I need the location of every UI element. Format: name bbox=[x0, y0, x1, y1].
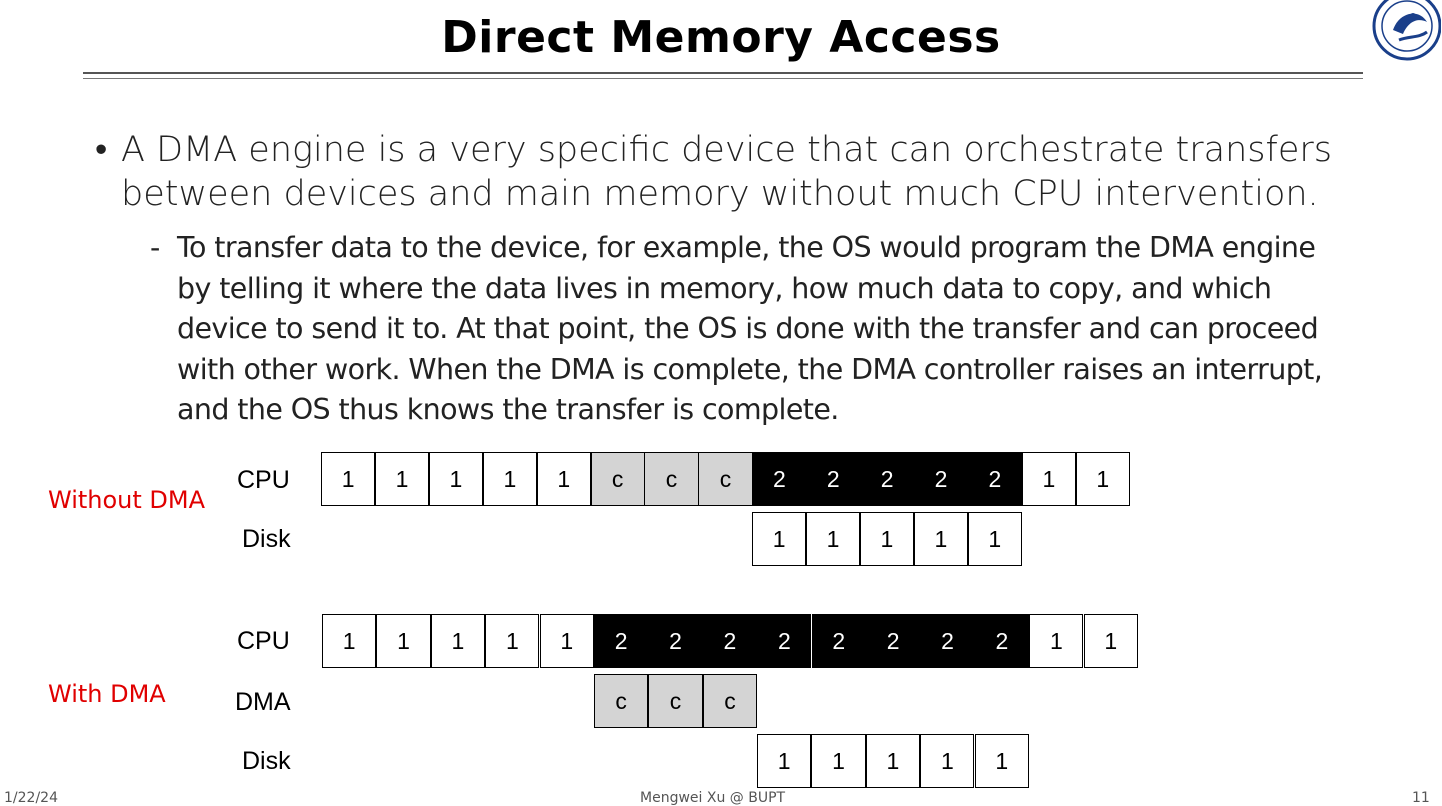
slide-title: Direct Memory Access bbox=[441, 12, 1001, 63]
sub-bullet-text: To transfer data to the device, for exam… bbox=[177, 231, 1323, 426]
with-dma-cpu-cell: 1 bbox=[376, 614, 431, 668]
footer-author: Mengwei Xu @ BUPT bbox=[640, 790, 786, 806]
without-dma-disk-cell: 1 bbox=[805, 512, 861, 566]
with-dma-cpu-cell: 1 bbox=[430, 614, 486, 668]
dma-row-label-with: DMA bbox=[235, 688, 291, 716]
without-dma-cpu-cell: 1 bbox=[482, 452, 537, 506]
disk-row-label-with: Disk bbox=[242, 747, 291, 775]
without-dma-label: Without DMA bbox=[48, 486, 206, 514]
with-dma-dma-cell: c bbox=[594, 674, 649, 728]
with-dma-cpu-cell: 2 bbox=[594, 614, 649, 668]
sub-bullet-marker: - bbox=[150, 231, 160, 264]
title-rule-bottom bbox=[83, 78, 1363, 79]
without-dma-cpu-cell: 1 bbox=[428, 452, 484, 506]
with-dma-dma-cell: c bbox=[702, 674, 758, 728]
without-dma-disk-cell: 1 bbox=[967, 512, 1022, 566]
bullet-marker: • bbox=[95, 130, 108, 170]
with-dma-cpu-cell: 2 bbox=[974, 614, 1030, 668]
with-dma-cpu-cell: 2 bbox=[648, 614, 703, 668]
disk-row-label-without: Disk bbox=[242, 525, 291, 553]
with-dma-disk-cell: 1 bbox=[974, 734, 1029, 788]
without-dma-disk-cell: 1 bbox=[859, 512, 915, 566]
without-dma-cpu-cell: 2 bbox=[752, 452, 807, 506]
with-dma-cpu-cell: 2 bbox=[811, 614, 866, 668]
without-dma-cpu-cell: 1 bbox=[1075, 452, 1130, 506]
with-dma-disk-cell: 1 bbox=[865, 734, 921, 788]
without-dma-cpu-cell: c bbox=[698, 452, 753, 506]
without-dma-cpu-cell: 2 bbox=[913, 452, 969, 506]
without-dma-cpu-cell: c bbox=[644, 452, 699, 506]
without-dma-disk-cell: 1 bbox=[752, 512, 807, 566]
with-dma-cpu-cell: 1 bbox=[539, 614, 594, 668]
without-dma-cpu-cell: 1 bbox=[1021, 452, 1076, 506]
without-dma-cpu-cell: 1 bbox=[374, 452, 430, 506]
without-dma-cpu-cell: 1 bbox=[536, 452, 591, 506]
without-dma-disk-cell: 1 bbox=[913, 512, 968, 566]
main-bullet-text: A DMA engine is a very specific device t… bbox=[121, 130, 1332, 214]
with-dma-cpu-cell: 1 bbox=[1029, 614, 1084, 668]
cpu-row-label-without: CPU bbox=[237, 466, 290, 494]
without-dma-cpu-cell: 1 bbox=[321, 452, 376, 506]
university-logo bbox=[1372, 0, 1441, 61]
with-dma-cpu-cell: 2 bbox=[920, 614, 975, 668]
with-dma-disk-cell: 1 bbox=[920, 734, 975, 788]
without-dma-cpu-cell: c bbox=[590, 452, 645, 506]
without-dma-cpu-cell: 2 bbox=[860, 452, 915, 506]
footer-page-number: 11 bbox=[1412, 790, 1430, 806]
with-dma-cpu-cell: 2 bbox=[757, 614, 812, 668]
with-dma-label: With DMA bbox=[48, 680, 166, 708]
with-dma-dma-cell: c bbox=[648, 674, 703, 728]
without-dma-cpu-cell: 2 bbox=[967, 452, 1023, 506]
with-dma-disk-cell: 1 bbox=[757, 734, 812, 788]
title-rule-top bbox=[83, 72, 1363, 74]
with-dma-disk-cell: 1 bbox=[811, 734, 866, 788]
without-dma-cpu-cell: 2 bbox=[806, 452, 861, 506]
with-dma-cpu-cell: 1 bbox=[485, 614, 540, 668]
with-dma-cpu-cell: 1 bbox=[1083, 614, 1138, 668]
with-dma-cpu-cell: 1 bbox=[322, 614, 377, 668]
cpu-row-label-with: CPU bbox=[237, 627, 290, 655]
footer-date: 1/22/24 bbox=[4, 790, 58, 806]
with-dma-cpu-cell: 2 bbox=[866, 614, 921, 668]
with-dma-cpu-cell: 2 bbox=[702, 614, 758, 668]
